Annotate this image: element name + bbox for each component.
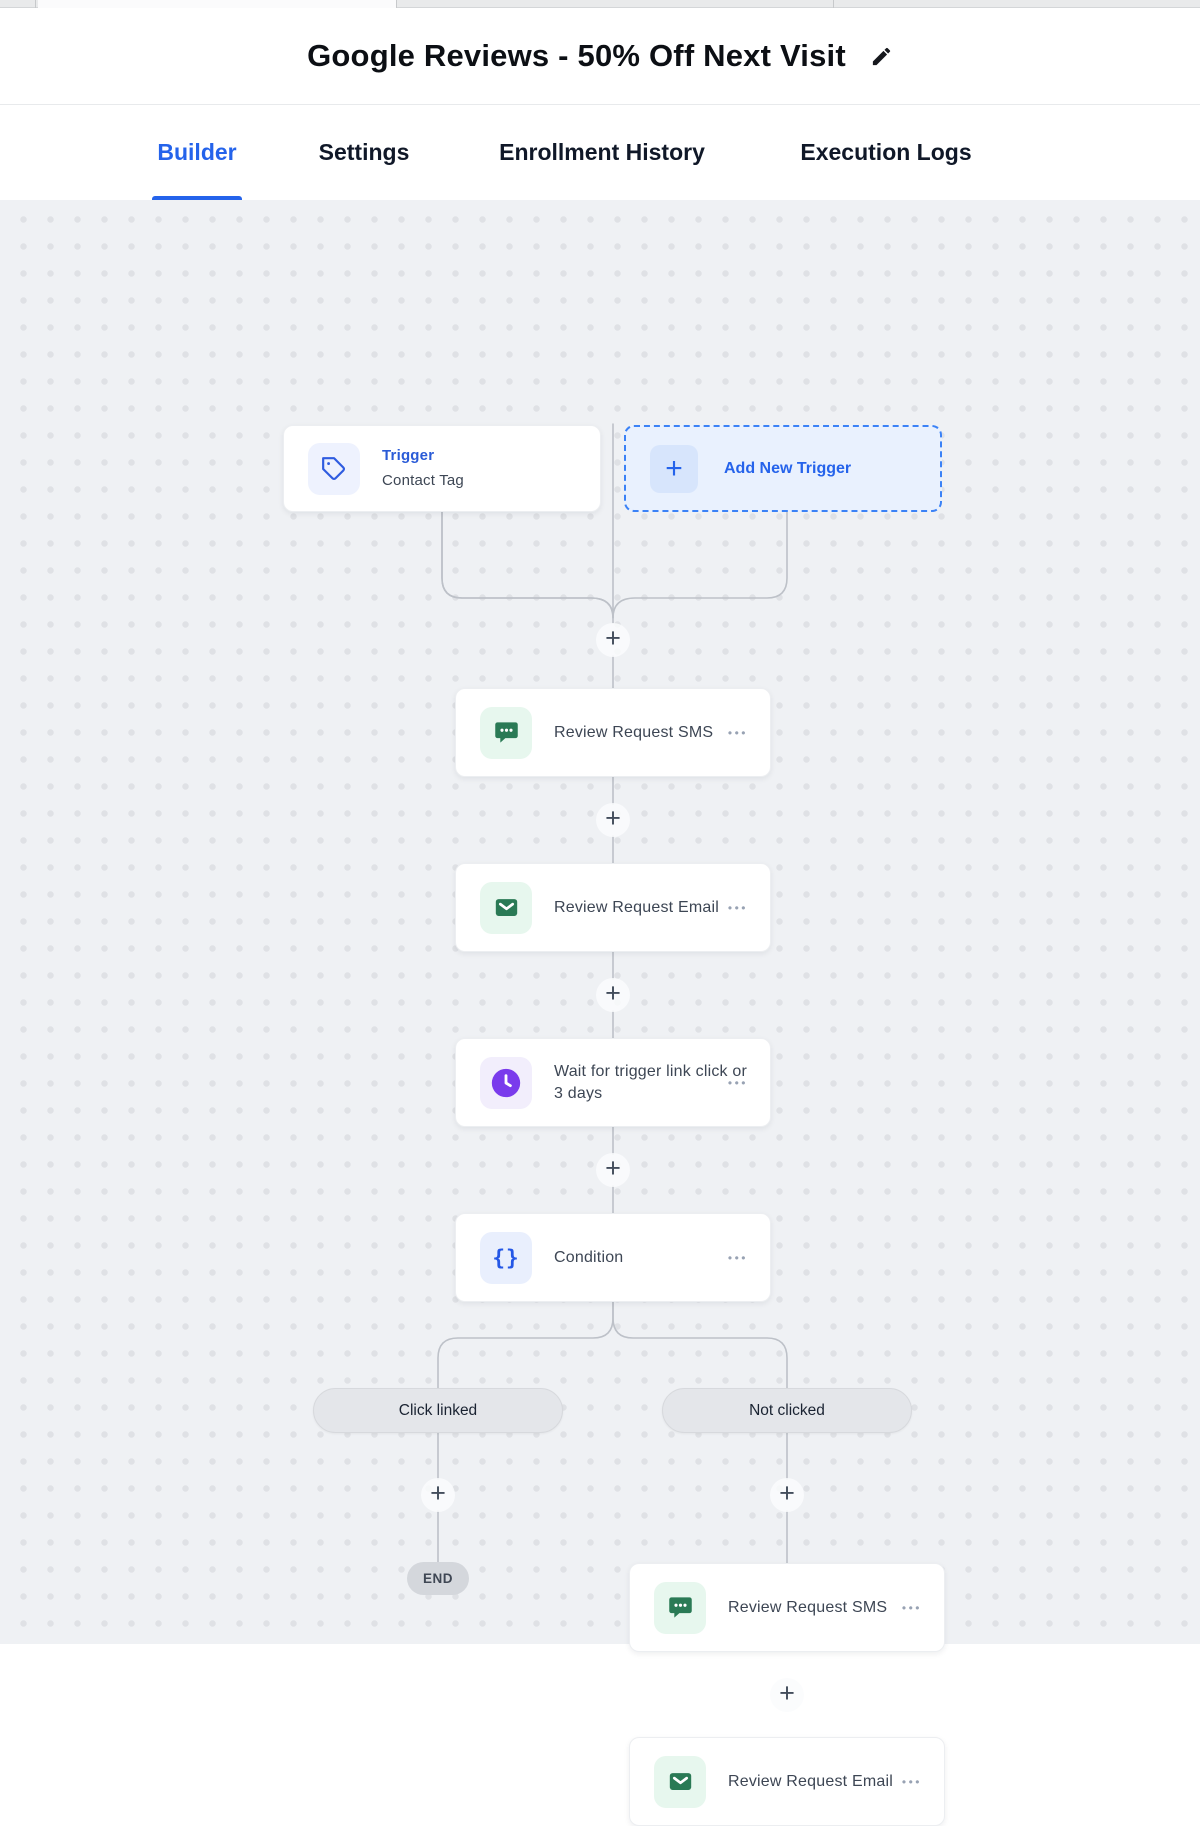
tab-label: Settings [318,139,410,165]
add-step-button[interactable]: + [596,1153,630,1187]
trigger-subtitle: Contact Tag [382,471,464,489]
add-step-button[interactable]: + [596,978,630,1012]
trigger-text-block: Trigger Contact Tag [382,446,464,491]
add-step-button[interactable]: + [421,1478,455,1512]
branch-label-click-linked: Click linked [313,1388,563,1433]
active-tab-underline [152,196,242,200]
sms-icon [654,1581,706,1634]
tab-settings[interactable]: Settings [306,105,422,200]
node-review-request-email[interactable]: Review Request Email ••• [455,863,771,952]
email-icon [654,1755,706,1808]
tab-enrollment-history[interactable]: Enrollment History [480,105,724,200]
add-trigger-label: Add New Trigger [724,459,852,477]
node-label: Review Request SMS [554,723,714,741]
braces-glyph: {} [492,1245,520,1270]
wait-label-line1: Wait for trigger link click or [554,1062,747,1080]
node-menu-button[interactable]: ••• [727,725,748,740]
branch-label-text: Not clicked [749,1401,825,1419]
node-label: Review Request Email [554,898,719,916]
node-wait-trigger-link[interactable]: Wait for trigger link click or 3 days ••… [455,1038,771,1127]
tab-label: Builder [157,139,237,165]
end-badge: END [407,1562,469,1595]
node-condition[interactable]: {} Condition ••• [455,1213,771,1302]
add-step-button[interactable]: + [770,1678,804,1712]
node-review-request-sms[interactable]: Review Request SMS ••• [455,688,771,777]
node-label: Condition [554,1248,624,1266]
node-label: Wait for trigger link click or 3 days [554,1061,747,1104]
node-menu-button[interactable]: ••• [727,900,748,915]
branch-label-not-clicked: Not clicked [662,1388,912,1433]
tab-builder[interactable]: Builder [152,105,242,200]
tab-bar: Builder Settings Enrollment History Exec… [0,105,1200,200]
end-label: END [422,1571,453,1586]
tag-icon [308,442,360,495]
page-title: Google Reviews - 50% Off Next Visit [307,38,846,73]
edit-title-button[interactable] [870,45,893,68]
tab-label: Execution Logs [800,139,972,165]
node-menu-button[interactable]: ••• [901,1600,922,1615]
add-new-trigger-button[interactable]: + Add New Trigger [624,425,942,512]
node-menu-button[interactable]: ••• [727,1075,748,1090]
plus-icon: + [650,444,698,493]
trigger-title: Trigger [382,447,435,465]
sms-icon [480,706,532,759]
node-label: Review Request Email [728,1772,893,1790]
email-icon [480,881,532,934]
pencil-icon [872,47,891,65]
node-label: Review Request SMS [728,1598,888,1616]
window-top-strip [0,0,1200,8]
braces-icon: {} [480,1231,532,1284]
tab-label: Enrollment History [499,139,705,165]
top-strip-divider [35,0,36,8]
node-menu-button[interactable]: ••• [727,1250,748,1265]
clock-icon [480,1056,532,1109]
branch-label-text: Click linked [398,1401,478,1419]
node-trigger-contact-tag[interactable]: Trigger Contact Tag [283,425,601,512]
add-step-button[interactable]: + [596,623,630,657]
node-review-request-email-2[interactable]: Review Request Email ••• [629,1737,945,1826]
top-strip-divider [833,0,834,8]
top-strip-divider [396,0,397,8]
workflow-header: Google Reviews - 50% Off Next Visit [0,8,1200,105]
tab-execution-logs[interactable]: Execution Logs [782,105,990,200]
node-review-request-sms-2[interactable]: Review Request SMS ••• [629,1563,945,1652]
add-step-button[interactable]: + [596,803,630,837]
top-strip-segment [38,0,396,8]
node-menu-button[interactable]: ••• [901,1774,922,1789]
add-step-button[interactable]: + [770,1478,804,1512]
wait-label-line2: 3 days [554,1084,603,1102]
